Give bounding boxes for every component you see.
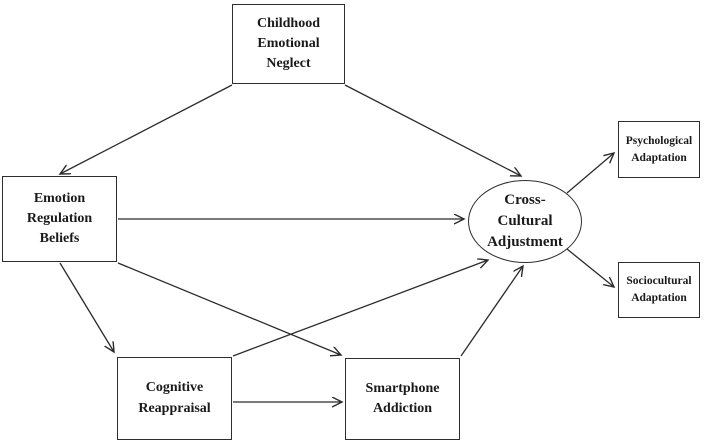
node-label-emotion-regulation-beliefs: Emotion Regulation Beliefs: [26, 190, 93, 247]
edge-adjustment-to-psychological: [566, 153, 614, 194]
node-label-sociocultural-adaptation: Sociocultural Adaptation: [626, 275, 692, 304]
edge-neglect-to-adjustment: [344, 84, 521, 176]
node-psychological-adaptation: Psychological Adaptation: [618, 121, 700, 178]
node-label-psychological-adaptation: Psychological Adaptation: [625, 134, 693, 164]
node-label-childhood-emotional-neglect: Childhood Emotional Neglect: [256, 15, 321, 72]
edge-reappraisal-to-adjustment: [232, 260, 488, 357]
edge-neglect-to-beliefs: [60, 84, 233, 174]
edge-beliefs-to-addiction: [117, 262, 341, 355]
node-childhood-emotional-neglect: Childhood Emotional Neglect: [232, 4, 345, 84]
node-smartphone-addiction: Smartphone Addiction: [345, 358, 460, 440]
edge-adjustment-to-sociocultural: [566, 248, 614, 287]
node-label-cross-cultural-adjustment: Cross-Cultural Adjustment: [487, 192, 563, 250]
edge-beliefs-to-reappraisal: [59, 262, 114, 352]
edge-addiction-to-adjustment: [460, 266, 523, 357]
node-cognitive-reappraisal: Cognitive Reappraisal: [117, 357, 232, 440]
node-sociocultural-adaptation: Sociocultural Adaptation: [618, 262, 700, 318]
node-label-cognitive-reappraisal: Cognitive Reappraisal: [138, 380, 211, 416]
node-label-smartphone-addiction: Smartphone Addiction: [365, 380, 440, 416]
node-cross-cultural-adjustment: Cross-Cultural Adjustment: [468, 180, 582, 263]
node-emotion-regulation-beliefs: Emotion Regulation Beliefs: [2, 176, 117, 262]
